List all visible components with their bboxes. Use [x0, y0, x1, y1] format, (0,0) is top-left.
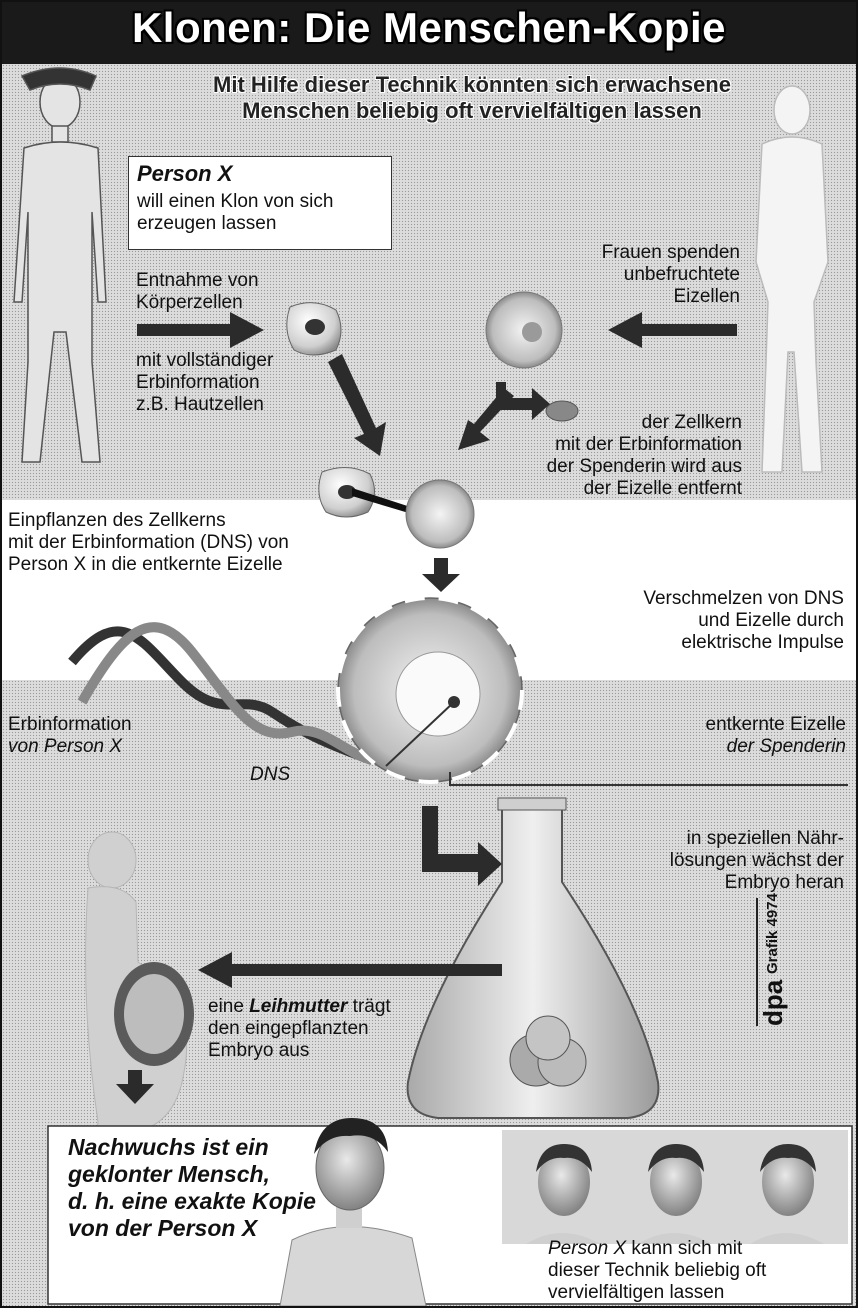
fusion-line-1: Verschmelzen von DNS [482, 588, 844, 610]
dna-label: DNS [250, 764, 310, 786]
nutrient-line-1: in speziellen Nähr- [582, 828, 844, 850]
extraction-line-2: Körperzellen [136, 292, 336, 314]
egg-pointer-line [450, 772, 848, 785]
subtitle-line-1: Mit Hilfe dieser Technik könnten sich er… [102, 72, 842, 98]
donor-line-2: unbefruchtete [542, 264, 740, 286]
person-x-label: Person X [137, 161, 232, 187]
nucleus-line-2: mit der Erbinformation [482, 434, 742, 456]
subtitle-line-2: Menschen beliebig oft vervielfältigen la… [102, 98, 842, 124]
surrogate-line-3: Embryo aus [208, 1040, 448, 1062]
arrow-to-body-cell [137, 312, 264, 348]
arrow-cell-down [328, 354, 386, 456]
replication-text: Person X kann sich mit dieser Technik be… [548, 1238, 848, 1304]
main-title: Klonen: Die Menschen-Kopie [2, 4, 856, 52]
enucleated-line-2: der Spenderin [582, 736, 846, 758]
surrogate-post: trägt [347, 996, 390, 1017]
dpa-logo: dpa [758, 980, 789, 1026]
offspring-line-4: von der Person X [68, 1215, 368, 1242]
enucleated-line-1: entkernte Eizelle [582, 714, 846, 736]
genetic-info-line-2: Erbinformation [136, 372, 336, 394]
implant-line-1: Einpflanzen des Zellkerns [8, 510, 408, 532]
offspring-line-3: d. h. eine exakte Kopie [68, 1188, 368, 1215]
replication-line-1: Person X kann sich mit [548, 1238, 848, 1260]
genetic-info-label: Erbinformation von Person X [8, 714, 188, 758]
embryo-womb [114, 962, 194, 1066]
genetic-info-label-line-2: von Person X [8, 736, 188, 758]
genetic-info-line-3: z.B. Hautzellen [136, 394, 336, 416]
surrogate-line-2: den eingepflanzten [208, 1018, 448, 1040]
nucleus-line-1: der Zellkern [482, 412, 742, 434]
nutrient-line-2: lösungen wächst der [582, 850, 844, 872]
person-x-figure [14, 68, 106, 462]
implant-line-2: mit der Erbinformation (DNS) von [8, 532, 408, 554]
implant-line-3: Person X in die entkernte Eizelle [8, 554, 408, 576]
nutrient-text: in speziellen Nähr- lösungen wächst der … [582, 828, 844, 894]
donor-women-text: Frauen spenden unbefruchtete Eizellen [542, 242, 740, 308]
fusion-text: Verschmelzen von DNS und Eizelle durch e… [482, 588, 844, 654]
offspring-line-1: Nachwuchs ist ein [68, 1134, 368, 1161]
person-x-line-1: will einen Klon von sich [137, 191, 391, 213]
arrow-to-flask [422, 806, 502, 886]
genetic-info-label-line-1: Erbinformation [8, 714, 188, 736]
surrogate-text: eine Leihmutter trägt den eingepflanzten… [208, 996, 448, 1062]
full-genetic-info-text: mit vollständiger Erbinformation z.B. Ha… [136, 350, 336, 416]
enucleated-egg-label: entkernte Eizelle der Spenderin [582, 714, 846, 758]
surrogate-bold: Leihmutter [249, 996, 347, 1017]
dpa-credit: dpa Grafik 4974 [748, 886, 788, 1026]
offspring-line-2: geklonter Mensch, [68, 1161, 368, 1188]
implant-text: Einpflanzen des Zellkerns mit der Erbinf… [8, 510, 408, 576]
surrogate-pre: eine [208, 996, 249, 1017]
genetic-info-line-1: mit vollständiger [136, 350, 336, 372]
arrow-to-fusion [422, 558, 460, 592]
replication-rest: kann sich mit [626, 1238, 742, 1259]
donor-line-3: Eizellen [542, 286, 740, 308]
offspring-text: Nachwuchs ist ein geklonter Mensch, d. h… [68, 1134, 368, 1242]
surrogate-line-1: eine Leihmutter trägt [208, 996, 448, 1018]
nucleus-removal-text: der Zellkern mit der Erbinformation der … [482, 412, 742, 500]
grafik-number: Grafik 4974 [764, 893, 781, 974]
fusion-line-2: und Eizelle durch [482, 610, 844, 632]
donor-woman-figure [756, 86, 828, 472]
subtitle: Mit Hilfe dieser Technik könnten sich er… [102, 72, 842, 124]
person-x-box: Person X will einen Klon von sich erzeug… [128, 156, 392, 250]
extraction-text: Entnahme von Körperzellen [136, 270, 336, 314]
extraction-line-1: Entnahme von [136, 270, 336, 292]
fusion-line-3: elektrische Impulse [482, 632, 844, 654]
nucleus-line-3: der Spenderin wird aus [482, 456, 742, 478]
nucleus-line-4: der Eizelle entfernt [482, 478, 742, 500]
replication-line-3: vervielfältigen lassen [548, 1282, 848, 1304]
donor-line-1: Frauen spenden [542, 242, 740, 264]
replication-line-2: dieser Technik beliebig oft [548, 1260, 848, 1282]
person-x-line-2: erzeugen lassen [137, 213, 391, 235]
nutrient-line-3: Embryo heran [582, 872, 844, 894]
arrow-to-egg-cell [608, 312, 737, 348]
replication-italic: Person X [548, 1238, 626, 1259]
